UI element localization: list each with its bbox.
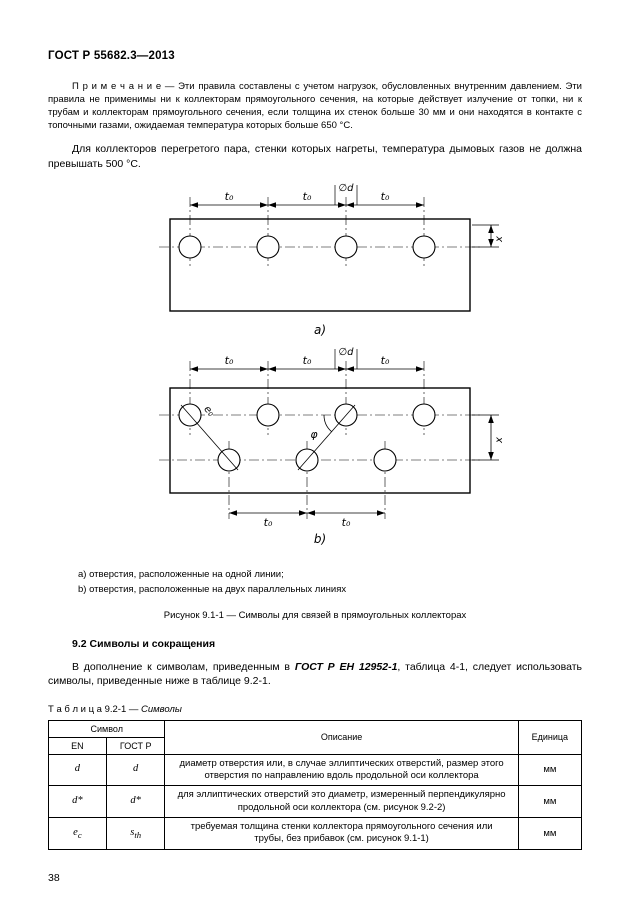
page-header: ГОСТ Р 55682.3—2013 bbox=[48, 50, 175, 62]
row-offset-label: x bbox=[494, 437, 505, 444]
hole bbox=[178, 235, 202, 259]
symbol-base: d* bbox=[72, 795, 83, 807]
row-offset-dimension-b: x bbox=[472, 414, 505, 461]
hole bbox=[373, 448, 397, 472]
edge-distance-label: x bbox=[494, 236, 505, 243]
pitch-label: t₀ bbox=[264, 516, 273, 529]
symbol-ru-cell: d bbox=[105, 753, 166, 787]
symbols-paragraph: В дополнение к символам, приведенным в Г… bbox=[48, 660, 582, 688]
diameter-label: ∅d bbox=[338, 347, 354, 358]
table-row: ec sth требуемая толщина стенки коллекто… bbox=[48, 816, 583, 850]
pitch-dimensions-b-top: t₀ t₀ t₀ bbox=[190, 354, 424, 372]
symbol-base: s bbox=[130, 826, 135, 838]
holes-a bbox=[178, 235, 436, 259]
diameter-dimension-b: ∅d bbox=[334, 347, 358, 369]
header-symbol: Символ bbox=[47, 719, 166, 738]
description-cell: для эллиптических отверстий это диаметр,… bbox=[164, 785, 519, 818]
holes-b bbox=[178, 403, 436, 472]
symbol-ru-cell: sth bbox=[105, 816, 166, 850]
symbol-base: e bbox=[73, 826, 78, 838]
pitch-label: t₀ bbox=[225, 190, 234, 203]
hole bbox=[412, 403, 436, 427]
intro-paragraph: Для коллекторов перегретого пара, стенки… bbox=[48, 143, 582, 170]
pitch-label: t₀ bbox=[225, 354, 234, 367]
table-header-row-1: Символ Описание Единица bbox=[47, 719, 583, 755]
pitch-label: t₀ bbox=[303, 190, 312, 203]
diagonal-pitch-label: e₀ bbox=[201, 404, 216, 419]
caption-b: b) отверстия, расположенные на двух пара… bbox=[78, 583, 347, 595]
pitch-dimensions-a: t₀ t₀ t₀ bbox=[190, 190, 424, 208]
table-row: d* d* для эллиптических отверстий это ди… bbox=[48, 785, 583, 818]
table-header-row-2: EN ГОСТ Р bbox=[48, 736, 582, 755]
symbol-base: d* bbox=[130, 795, 141, 807]
symbol-en-cell: ec bbox=[48, 816, 107, 850]
diameter-dimension-a: ∅d bbox=[334, 183, 358, 205]
diameter-label: ∅d bbox=[338, 183, 354, 194]
centerlines-a bbox=[159, 196, 481, 267]
symbols-table: Символ Описание Единица EN ГОСТ Р d d ди… bbox=[47, 719, 583, 850]
symbol-ru-cell: d* bbox=[105, 785, 166, 818]
hole bbox=[412, 235, 436, 259]
subfigure-a-label: a) bbox=[314, 323, 326, 337]
description-cell: требуемая толщина стенки коллектора прям… bbox=[164, 816, 519, 850]
table-caption-label: Т а б л и ц а 9.2-1 — bbox=[48, 703, 142, 715]
symbol-en-cell: d bbox=[48, 753, 107, 787]
symbols-paragraph-before: В дополнение к символам, приведенным в bbox=[72, 661, 295, 674]
unit-cell: мм bbox=[517, 753, 583, 787]
subfigure-b-label: b) bbox=[314, 532, 326, 546]
collector-wall-b bbox=[169, 387, 471, 494]
symbol-en-cell: d* bbox=[48, 785, 107, 818]
figure-title: Рисунок 9.1-1 — Символы для связей в пря… bbox=[163, 610, 467, 622]
pitch-label: t₀ bbox=[342, 516, 351, 529]
symbol-subscript: th bbox=[134, 829, 142, 840]
pitch-dimensions-b-bottom: t₀ t₀ bbox=[229, 509, 385, 529]
gost-reference: ГОСТ Р ЕН 12952-1 bbox=[294, 661, 398, 674]
collector-wall-a bbox=[169, 218, 471, 312]
centerlines-b bbox=[159, 360, 481, 519]
note-paragraph: П р и м е ч а н и е — Эти правила состав… bbox=[48, 81, 582, 132]
symbol-subscript: c bbox=[77, 829, 82, 840]
header-description: Описание bbox=[164, 719, 519, 755]
description-cell: диаметр отверстия или, в случае эллиптич… bbox=[164, 753, 519, 787]
pitch-label: t₀ bbox=[303, 354, 312, 367]
edge-dimension-a: x bbox=[472, 224, 505, 248]
symbol-base: d bbox=[133, 763, 139, 775]
angle-label: φ bbox=[310, 428, 318, 441]
figure-9-1-1: t₀ t₀ t₀ ∅d x a) bbox=[48, 175, 582, 558]
pitch-label: t₀ bbox=[381, 354, 390, 367]
page-number: 38 bbox=[48, 871, 60, 884]
hole bbox=[256, 235, 280, 259]
section-heading: 9.2 Символы и сокращения bbox=[72, 638, 216, 651]
symbols-paragraph-after: , таблица 4-1, следует использовать симв… bbox=[48, 661, 582, 688]
header-unit: Единица bbox=[517, 719, 583, 755]
figure-captions: a) отверстия, расположенные на одной лин… bbox=[78, 568, 582, 597]
figure-b: t₀ t₀ t₀ ∅d e₀ φ bbox=[159, 347, 505, 546]
table-row: d d диаметр отверстия или, в случае элли… bbox=[48, 753, 583, 787]
symbol-base: d bbox=[74, 763, 81, 775]
table-caption-title: Символы bbox=[141, 703, 182, 715]
unit-cell: мм bbox=[517, 785, 583, 818]
table-caption: Т а б л и ц а 9.2-1 — Символы bbox=[48, 704, 582, 715]
header-gost: ГОСТ Р bbox=[105, 736, 166, 755]
caption-a: a) отверстия, расположенные на одной лин… bbox=[78, 568, 284, 580]
pitch-label: t₀ bbox=[381, 190, 390, 203]
hole bbox=[334, 235, 358, 259]
header-en: EN bbox=[48, 736, 107, 755]
angle-dimension: φ bbox=[297, 404, 356, 471]
unit-cell: мм bbox=[517, 816, 583, 850]
hole bbox=[256, 403, 280, 427]
figure-svg: t₀ t₀ t₀ ∅d x a) bbox=[159, 183, 505, 546]
figure-a: t₀ t₀ t₀ ∅d x a) bbox=[159, 183, 505, 337]
